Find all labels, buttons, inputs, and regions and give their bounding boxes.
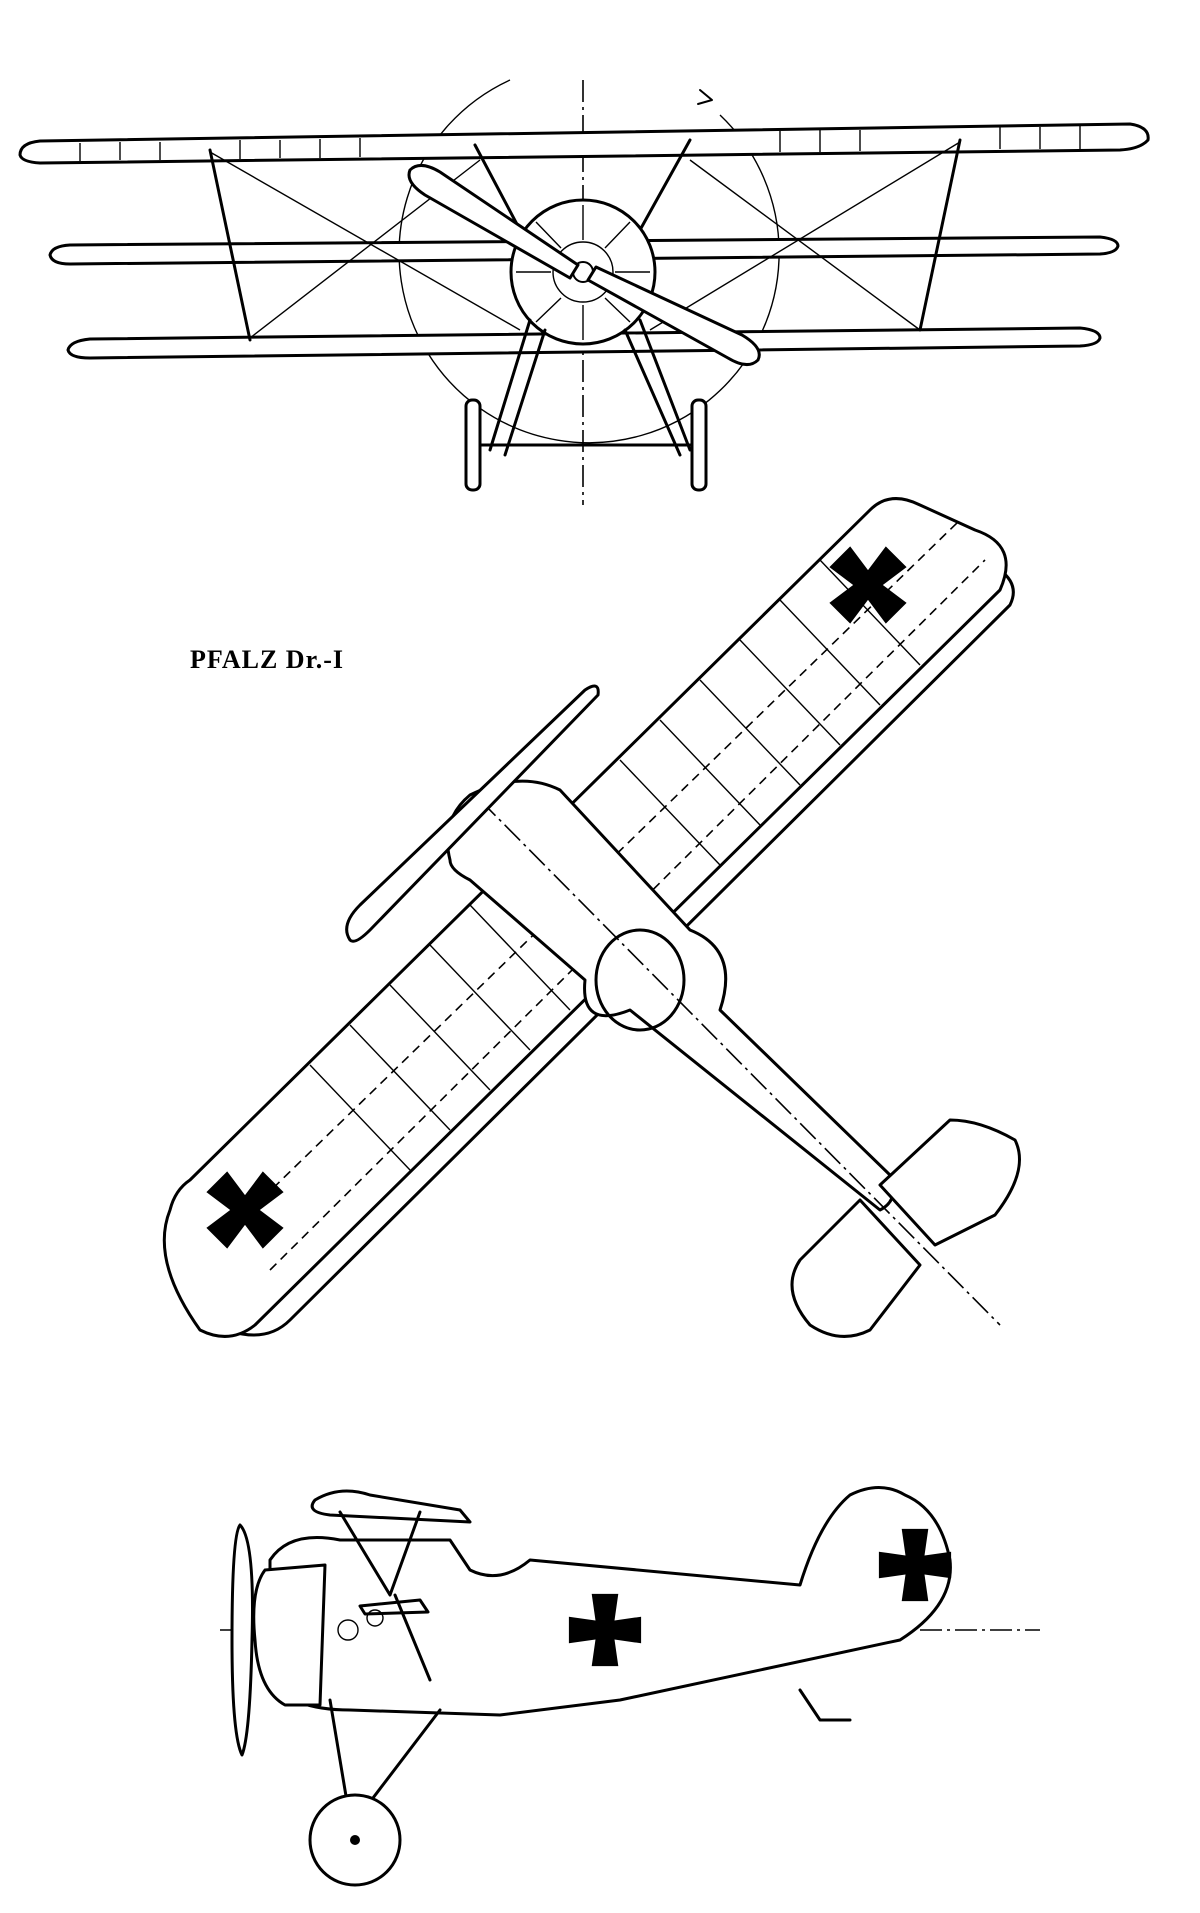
cabane-struts (473, 138, 692, 232)
port-hole-1 (337, 1619, 359, 1641)
right-stabilizer (878, 1118, 1021, 1247)
front-spar-dashed (229, 519, 961, 1231)
right-wheel (690, 398, 708, 492)
side-propeller (230, 1523, 254, 1757)
side-cowling (252, 1563, 327, 1707)
front-upper-wing (18, 122, 1150, 165)
fuselage-plan (446, 779, 895, 1212)
side-view (220, 1486, 1040, 1887)
side-upper-wing (310, 1489, 472, 1524)
right-interplane-strut (918, 138, 962, 332)
cockpit-opening (594, 928, 686, 1032)
left-stabilizer (790, 1198, 922, 1338)
wheel-hub (350, 1835, 360, 1845)
propeller-blade-upper (407, 164, 580, 280)
front-view (18, 79, 1150, 505)
aircraft-title: PFALZ Dr.-I (190, 645, 344, 674)
left-wheel (464, 398, 482, 492)
landing-gear-struts (488, 318, 692, 457)
propeller-blade-lower (586, 265, 761, 366)
plan-view (162, 497, 1021, 1338)
left-interplane-strut (208, 148, 252, 342)
rotation-arrow-icon (697, 89, 713, 105)
plan-centerline (479, 799, 1001, 1326)
plan-propeller (345, 684, 600, 943)
tail-skid (798, 1688, 852, 1722)
port-hole-2 (366, 1609, 384, 1627)
side-struts (338, 1510, 432, 1682)
